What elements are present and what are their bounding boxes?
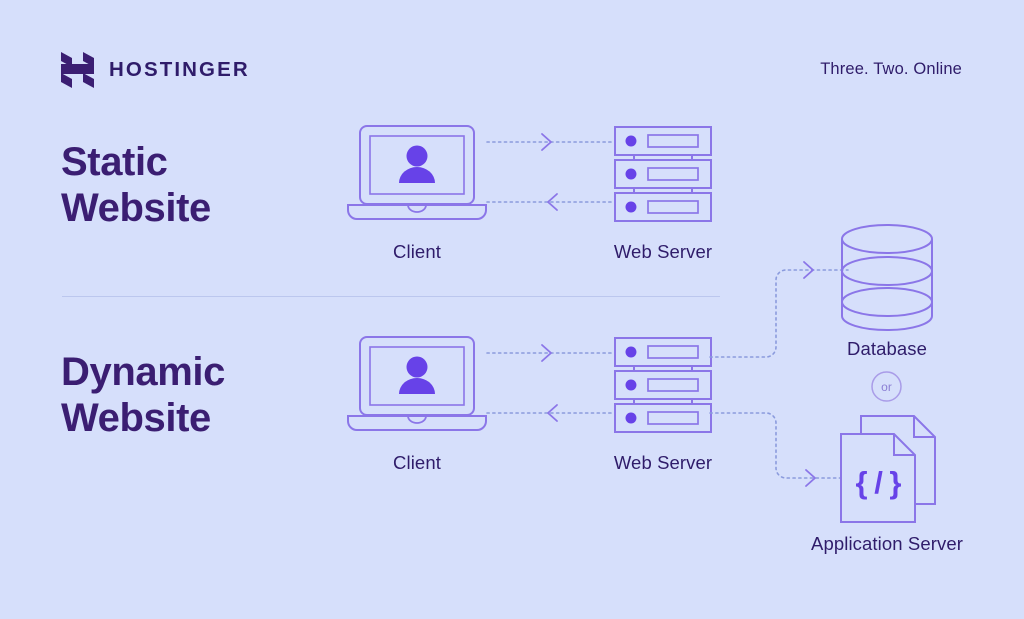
node-dynamic-web-server [614,337,712,433]
node-dynamic-client [346,336,488,435]
user-avatar-glyph [399,356,435,394]
node-label-static-web-server: Web Server [613,241,713,262]
tagline: Three. Two. Online [820,60,962,78]
or-badge-text: or [881,380,892,394]
connector-server-to-application-server [709,405,850,505]
node-label-static-client: Client [393,241,441,262]
connector-server-to-database [709,261,850,372]
node-label-application-server: Application Server [811,533,963,554]
node-application-server: { / } [839,415,937,523]
connector-static-server-to-client [486,186,617,246]
brand-logo: HOSTINGER [61,52,250,88]
node-static-web-server [614,126,712,222]
or-badge: or [871,371,902,402]
user-avatar-glyph [399,145,435,183]
node-label-dynamic-web-server: Web Server [613,452,713,473]
connector-dynamic-client-to-server [486,337,617,397]
node-label-dynamic-client: Client [393,452,441,473]
node-static-client [346,125,488,224]
connector-static-client-to-server [486,126,617,226]
brand-name: HOSTINGER [109,57,250,81]
connector-dynamic-server-to-client [486,397,617,457]
code-glyph: { / } [856,465,902,500]
node-database [841,224,933,332]
section-title-dynamic: Dynamic Website [61,350,225,441]
section-title-static-line2: Website [61,185,211,230]
section-divider [62,296,720,297]
section-title-dynamic-line2: Website [61,395,211,440]
node-label-database: Database [847,338,927,359]
section-title-static-line1: Static [61,140,168,184]
hostinger-h-logo-icon [61,52,95,88]
section-title-dynamic-line1: Dynamic [61,350,225,394]
section-title-static: Static Website [61,140,211,231]
